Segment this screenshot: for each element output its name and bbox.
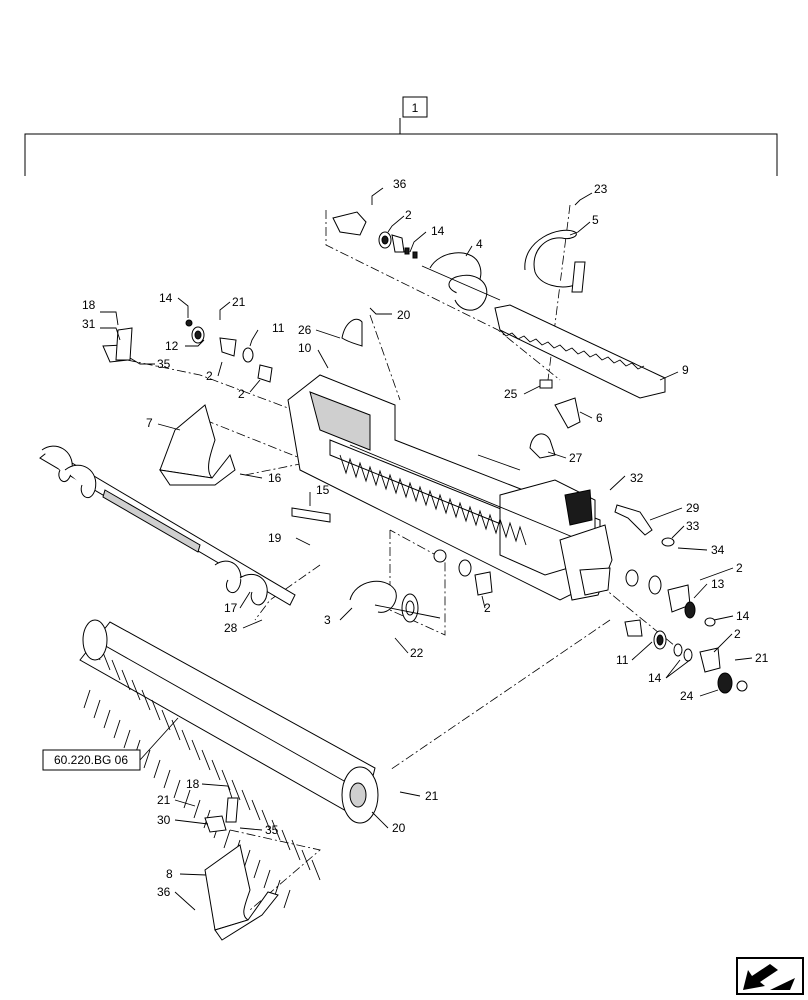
callout: 10	[298, 341, 312, 355]
callout: 2	[736, 561, 743, 575]
leader-lines	[100, 187, 753, 911]
lower-left-parts	[204, 797, 279, 941]
callout: 31	[82, 317, 96, 331]
toothed-strip-part-9	[494, 304, 666, 399]
callout-1: 1	[412, 101, 419, 115]
bar-part-15	[291, 507, 331, 523]
callout: 13	[711, 577, 725, 591]
callout: 21	[157, 793, 171, 807]
callout: 17	[224, 601, 238, 615]
callout: 21	[755, 651, 769, 665]
callout: 6	[596, 411, 603, 425]
callout: 16	[268, 471, 282, 485]
callout: 35	[265, 823, 279, 837]
upper-shaft-parts	[332, 211, 418, 259]
callout: 14	[431, 224, 445, 238]
main-frame-assembly	[287, 374, 601, 601]
callout-labels: 36 2 14 4 23 5 18 31 35 14 21 12 2 11 2 …	[82, 177, 769, 899]
callout: 8	[166, 867, 173, 881]
callout: 2	[238, 387, 245, 401]
callout: 15	[316, 483, 330, 497]
strap-part-5	[524, 229, 586, 293]
callout: 22	[410, 646, 424, 660]
callout: 3	[324, 613, 331, 627]
callout: 18	[186, 777, 200, 791]
auger-part-3	[349, 580, 441, 623]
callout: 21	[425, 789, 439, 803]
cone-part-26	[341, 318, 363, 347]
bracket-parts	[477, 379, 581, 471]
callout: 23	[594, 182, 608, 196]
callout: 25	[504, 387, 518, 401]
reference-label: 60.220.BG 06	[54, 753, 128, 767]
callout: 9	[682, 363, 689, 377]
callout: 18	[82, 298, 96, 312]
callout: 2	[484, 601, 491, 615]
callout: 14	[736, 609, 750, 623]
callout: 4	[476, 237, 483, 251]
callout: 11	[616, 653, 629, 667]
shield-part-7	[158, 404, 236, 486]
callout: 24	[680, 689, 694, 703]
callout: 36	[157, 885, 171, 899]
assembly-bracket: 1	[24, 96, 778, 176]
callout: 29	[686, 501, 700, 515]
auger-part-17	[39, 445, 296, 606]
callout: 27	[569, 451, 583, 465]
callout: 14	[648, 671, 662, 685]
callout: 36	[393, 177, 407, 191]
callout: 26	[298, 323, 312, 337]
callout: 34	[711, 543, 725, 557]
callout: 19	[268, 531, 282, 545]
callout: 11	[272, 321, 285, 335]
callout: 20	[397, 308, 411, 322]
callout: 21	[232, 295, 246, 309]
callout: 14	[159, 291, 173, 305]
callout: 5	[592, 213, 599, 227]
reference-box[interactable]: 60.220.BG 06	[42, 749, 141, 771]
callout: 2	[206, 369, 213, 383]
callout: 2	[405, 208, 412, 222]
callout: 12	[165, 339, 179, 353]
rotor-assembly	[79, 619, 379, 909]
callout: 33	[686, 519, 700, 533]
left-bearing-parts	[102, 319, 273, 383]
callout: 32	[630, 471, 644, 485]
callout: 35	[157, 357, 171, 371]
callout: 20	[392, 821, 406, 835]
callout: 7	[146, 416, 153, 430]
auger-flighting-part-4	[421, 252, 501, 311]
callout: 28	[224, 621, 238, 635]
callout: 30	[157, 813, 171, 827]
callout: 2	[734, 627, 741, 641]
middle-bearing-parts	[433, 549, 493, 596]
right-drive-parts	[559, 504, 748, 694]
next-page-arrow-icon[interactable]	[736, 957, 804, 995]
